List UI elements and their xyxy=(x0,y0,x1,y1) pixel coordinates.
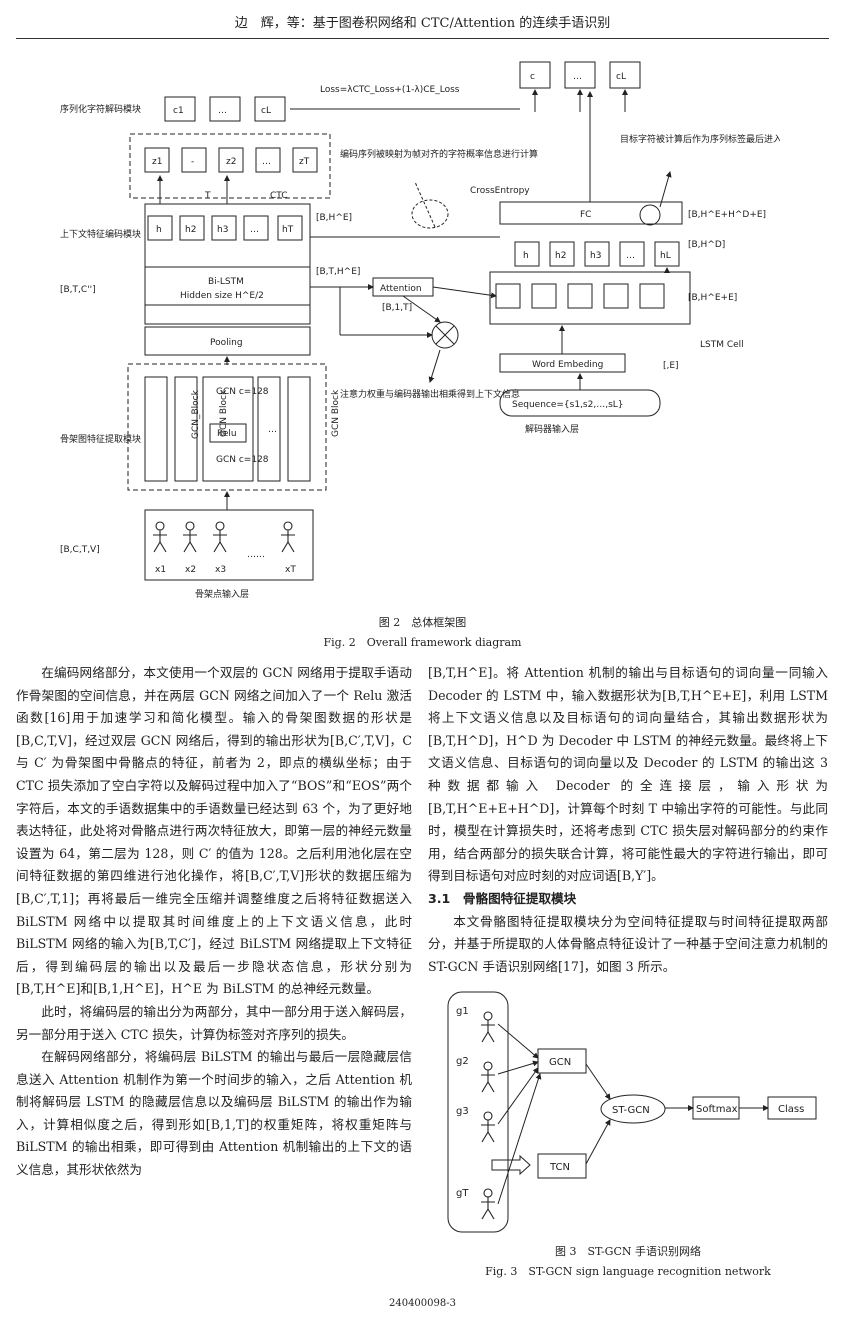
fc-note: 目标字符被计算后作为序列标签最后进入全连接层 xyxy=(620,133,780,145)
left-para-2: 此时，将编码层的输出分为两部分，其中一部分用于送入解码层，另一部分用于送入 CT… xyxy=(16,1003,412,1042)
tcn-box-label: TCN xyxy=(549,1162,570,1173)
g-label-3: g3 xyxy=(456,1106,469,1117)
gcn-box-label: GCN xyxy=(549,1057,571,1068)
left-column: 在编码网络部分，本文使用一个双层的 GCN 网络用于提取手语动作骨架图的空间信息… xyxy=(16,662,412,1182)
figure-2-framework-diagram: Loss=λCTC_Loss+(1-λ)CE_Loss 序列化字符解码模块 编码… xyxy=(60,61,780,600)
h-enc-4: hT xyxy=(282,225,294,235)
c-left-0: c1 xyxy=(173,106,184,116)
h-dec-3: … xyxy=(626,251,635,261)
left-para-1: 在编码网络部分，本文使用一个双层的 GCN 网络用于提取手语动作骨架图的空间信息… xyxy=(16,665,412,997)
class-box-label: Class xyxy=(778,1104,804,1115)
skeleton-figures xyxy=(153,521,295,553)
bilstm-label: Bi-LSTM xyxy=(208,277,244,287)
h-dec-1: h2 xyxy=(555,251,566,261)
softmax-box-label: Softmax xyxy=(696,1104,738,1115)
x-1: x2 xyxy=(185,565,196,575)
h-enc-0: h xyxy=(156,225,162,235)
gcn-block-2: GCN Block xyxy=(219,389,229,437)
g-label-1: g1 xyxy=(456,1006,469,1017)
fc-label: FC xyxy=(580,210,591,220)
c-left-2: cL xyxy=(261,106,271,116)
stgcn-node-label: ST-GCN xyxy=(612,1105,650,1116)
x-2: x3 xyxy=(215,565,226,575)
dim-bhe: [B,H^E+E] xyxy=(688,293,737,303)
dim-bt1: [B,1,T] xyxy=(382,303,412,313)
c-top-1: … xyxy=(573,72,582,82)
x-3: …… xyxy=(247,550,265,560)
h-dec-2: h3 xyxy=(590,251,601,261)
h-dec-4: hL xyxy=(660,251,671,261)
x-0: x1 xyxy=(155,565,166,575)
c-top-2: cL xyxy=(616,72,626,82)
header-rule xyxy=(16,38,829,39)
right-para-2: 本文骨骼图特征提取模块分为空间特征提取与时间特征提取两部分，并基于所提取的人体骨… xyxy=(428,913,828,974)
gcn-c128-top: GCN c=128 xyxy=(216,387,269,397)
attention-note: 注意力权重与编码器输出相乘得到上下文信息 xyxy=(340,388,520,400)
z-0: z1 xyxy=(152,157,162,167)
fig3-caption-cn: 图 3 ST-GCN 手语识别网络 xyxy=(555,1245,701,1259)
pooling-label: Pooling xyxy=(210,338,243,348)
gcn-block-1: GCN_Block xyxy=(191,389,201,439)
gcn-c128-bottom: GCN c=128 xyxy=(216,455,269,465)
c-top-0: c xyxy=(530,72,535,82)
cross-entropy: CrossEntropy xyxy=(470,186,530,196)
c-left-1: … xyxy=(218,106,227,116)
g-label-t: gT xyxy=(456,1188,469,1199)
dim-bh: [B,H^E] xyxy=(316,213,352,223)
right-para-1: [B,T,H^E]。将 Attention 机制的输出与目标语句的词向量一同输入… xyxy=(428,665,828,884)
page-footer: 240400098-3 xyxy=(388,1298,456,1309)
fig2-caption-cn: 图 2 总体框架图 xyxy=(378,616,467,629)
h-enc-3: … xyxy=(250,225,259,235)
seq-decode-label: 序列化字符解码模块 xyxy=(60,103,141,115)
gcn-block-3: GCN Block xyxy=(331,389,341,437)
word-embedding: Word Embeding xyxy=(532,360,603,370)
dec-input-label: 解码器输入层 xyxy=(525,423,579,435)
dim-bhhe: [B,H^E+H^D+E] xyxy=(688,210,766,220)
enc-module-label: 上下文特征编码模块 xyxy=(60,228,141,240)
relu-label: Relu xyxy=(217,429,237,439)
input-layer-label: 骨架点输入层 xyxy=(195,588,249,600)
z-2: z2 xyxy=(226,157,236,167)
dim-bhd: [B,H^D] xyxy=(688,240,725,250)
attention-label: Attention xyxy=(380,284,422,294)
t-label: T xyxy=(204,191,211,201)
z-3: … xyxy=(262,157,271,167)
figure-3-stgcn-diagram: g1 g2 g3 gT GCN TCN ST-GCN Softmax Class xyxy=(447,991,817,1233)
x-4: xT xyxy=(285,565,296,575)
running-header: 边 辉，等：基于图卷积网络和 CTC/Attention 的连续手语识别 xyxy=(234,16,611,31)
dim-btc: [B,T,C''] xyxy=(60,285,96,295)
sequence-label: Sequence={s1,s2,…,sL} xyxy=(512,400,624,410)
loss-formula: Loss=λCTC_Loss+(1-λ)CE_Loss xyxy=(320,85,460,95)
section-heading: 3.1 骨骼图特征提取模块 xyxy=(428,890,577,906)
z-1: - xyxy=(191,157,194,167)
lstm-cell-label: LSTM Cell xyxy=(700,340,744,350)
dim-bth: [B,T,H^E] xyxy=(316,267,360,277)
left-para-3: 在解码网络部分，将编码层 BiLSTM 的输出与最后一层隐藏层信息送入 Atte… xyxy=(16,1049,412,1178)
hidden-size: Hidden size H^E/2 xyxy=(180,291,264,301)
fig2-caption-en: Fig. 2 Overall framework diagram xyxy=(323,636,522,649)
g-label-2: g2 xyxy=(456,1056,469,1067)
dim-e: [,E] xyxy=(663,361,679,371)
gcn-dots: … xyxy=(268,425,277,435)
ctc-note: 编码序列被映射为帧对齐的字符概率信息进行计算 xyxy=(340,148,538,160)
fig3-caption-en: Fig. 3 ST-GCN sign language recognition … xyxy=(485,1265,771,1279)
right-column: [B,T,H^E]。将 Attention 机制的输出与目标语句的词向量一同输入… xyxy=(428,662,828,1282)
h-enc-1: h2 xyxy=(185,225,196,235)
dim-bctv: [B,C,T,V] xyxy=(60,545,100,555)
z-4: zT xyxy=(299,157,310,167)
ctc-label: CTC xyxy=(270,191,288,201)
skeleton-module-label: 骨架图特征提取模块 xyxy=(60,433,141,445)
h-dec-0: h xyxy=(523,251,529,261)
h-enc-2: h3 xyxy=(217,225,228,235)
